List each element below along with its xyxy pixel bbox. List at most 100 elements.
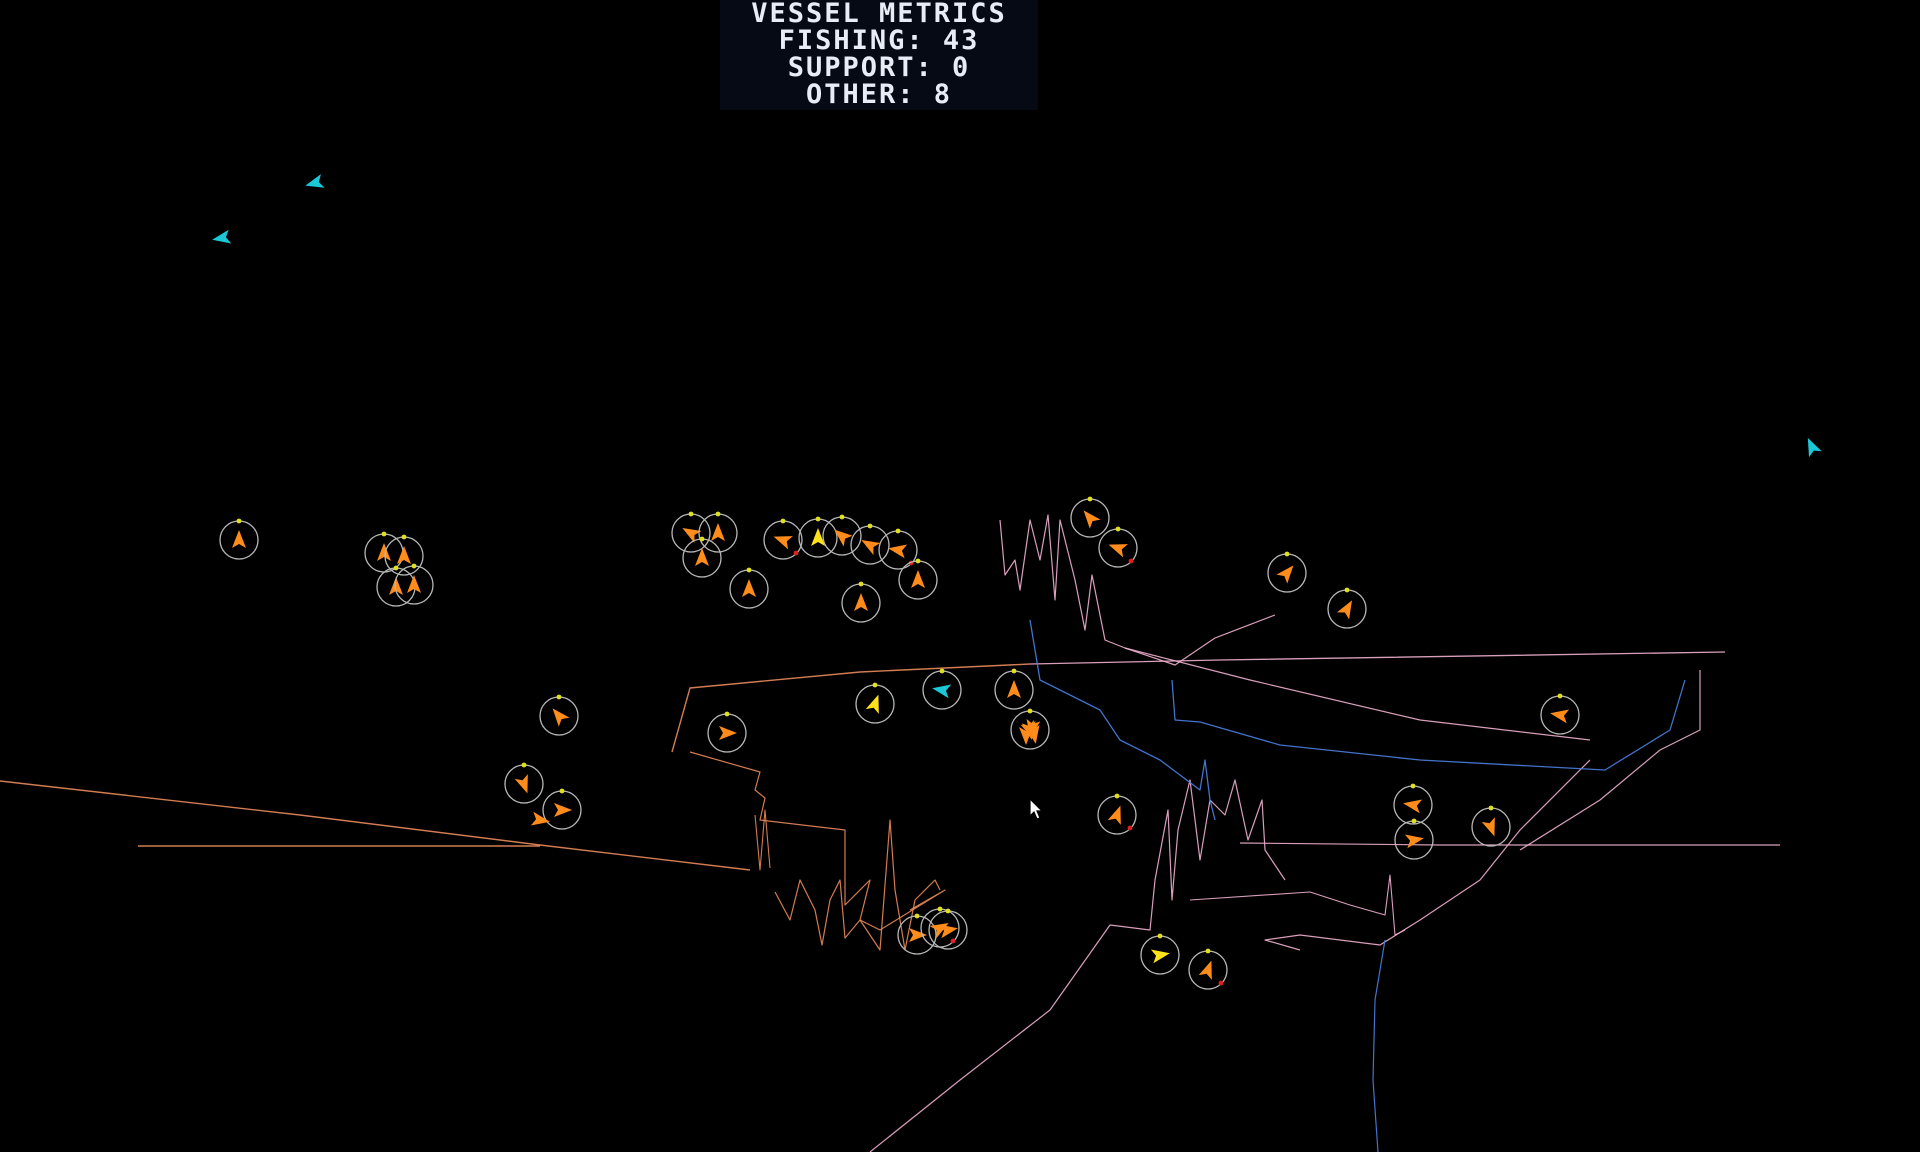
vessel-alert-dot [1127, 825, 1133, 831]
track-line [1519, 670, 1701, 851]
vessel-status-dot [915, 558, 921, 564]
vessel-status-dot [556, 694, 562, 700]
vessel-marker[interactable] [1070, 496, 1110, 538]
vessel-marker[interactable] [1188, 948, 1228, 990]
vessel-marker[interactable] [841, 581, 881, 623]
vessel-marker[interactable] [1097, 793, 1137, 835]
vessel-status-dot [381, 531, 387, 537]
arrow-marker-icon [1026, 718, 1041, 738]
vessel-status-dot [559, 788, 565, 794]
arrow-marker-icon [711, 523, 725, 541]
vessel-status-dot [839, 514, 845, 520]
vessel-marker[interactable] [1327, 587, 1367, 629]
vessel-status-dot [895, 528, 901, 534]
arrow-marker-icon [554, 803, 572, 817]
vessel-tracks [0, 514, 1780, 1152]
vessel-status-dot [1087, 496, 1093, 502]
vessel-marker[interactable] [922, 668, 962, 710]
arrow-marker-icon [1336, 600, 1352, 620]
vessel-status-dot [872, 682, 878, 688]
vessel-marker[interactable] [219, 518, 259, 560]
arrow-marker-icon [377, 543, 391, 561]
arrow-marker-icon [1481, 817, 1495, 837]
vessel-marker[interactable] [394, 563, 434, 605]
track-line [689, 751, 946, 931]
vessel-marker[interactable] [822, 514, 862, 556]
vessel-status-dot [401, 534, 407, 540]
vessel-marker[interactable] [1540, 693, 1580, 735]
vessel-marker[interactable] [798, 516, 838, 558]
vessel-alert-dot [1218, 980, 1224, 986]
arrow-marker-icon [1276, 565, 1294, 584]
track-line [774, 819, 941, 951]
arrow-marker-icon [389, 577, 403, 595]
vessel-status-dot [715, 511, 721, 517]
vessel-markers[interactable] [211, 174, 1822, 990]
vessel-marker[interactable] [1801, 435, 1822, 458]
vessel-marker[interactable] [304, 174, 325, 192]
vessel-status-dot [393, 565, 399, 571]
track-line [1171, 679, 1686, 771]
vessel-marker[interactable] [878, 528, 918, 570]
vessel-status-dot [746, 567, 752, 573]
vessel-marker[interactable] [530, 811, 551, 829]
arrow-marker-icon [865, 694, 879, 714]
vessel-marker[interactable] [897, 913, 937, 955]
vessel-status-dot [1411, 818, 1417, 824]
vessel-marker[interactable] [1267, 551, 1307, 593]
vessel-marker[interactable] [698, 511, 738, 553]
vessel-marker[interactable] [384, 534, 424, 576]
vessel-alert-dot [1128, 558, 1134, 564]
vessel-marker[interactable] [671, 511, 711, 553]
arrow-marker-icon [1404, 834, 1424, 849]
arrow-marker-icon [719, 726, 737, 740]
vessel-marker[interactable] [211, 229, 232, 247]
arrow-marker-icon [1108, 544, 1128, 558]
arrow-marker-icon [773, 536, 793, 550]
vessel-status-dot [521, 762, 527, 768]
arrow-marker-icon [1083, 510, 1101, 529]
vessel-status-dot [867, 523, 873, 529]
vessel-marker[interactable] [729, 567, 769, 609]
vessel-marker[interactable] [898, 558, 938, 600]
vessel-marker[interactable] [763, 518, 803, 560]
vessel-status-dot [411, 563, 417, 569]
vessel-status-dot [937, 906, 943, 912]
vessel-status-dot [1410, 783, 1416, 789]
vessel-marker[interactable] [1098, 526, 1138, 568]
arrow-marker-icon [1807, 437, 1822, 458]
vessel-marker[interactable] [707, 711, 747, 753]
track-line [999, 514, 1276, 666]
arrow-marker-icon [888, 544, 908, 559]
arrow-marker-icon [861, 540, 881, 556]
vessel-marker[interactable] [504, 762, 544, 804]
vessel-marker[interactable] [542, 788, 582, 830]
vessel-status-dot [780, 518, 786, 524]
vessel-marker[interactable] [539, 694, 579, 736]
vessel-marker[interactable] [928, 908, 968, 950]
vessel-marker[interactable] [1394, 818, 1434, 860]
vessel-marker[interactable] [1393, 783, 1433, 825]
vessel-marker[interactable] [1471, 805, 1511, 847]
track-line [869, 779, 1286, 1152]
vessel-marker[interactable] [855, 682, 895, 724]
track-line [1239, 842, 1780, 846]
metrics-title: VESSEL METRICS [751, 0, 1007, 29]
track-line [671, 663, 1031, 753]
arrow-marker-icon [1403, 799, 1423, 814]
vessel-marker[interactable] [994, 668, 1034, 710]
track-line [1124, 647, 1591, 741]
mouse-pointer-icon [1029, 798, 1044, 820]
arrow-marker-icon [1198, 960, 1212, 980]
vessel-alert-dot [950, 938, 956, 944]
vessel-status-dot [1205, 948, 1211, 954]
vessel-marker[interactable] [850, 523, 890, 565]
arrow-marker-icon [1150, 949, 1170, 964]
vessel-marker[interactable] [1023, 718, 1041, 739]
arrow-marker-icon [212, 229, 232, 244]
vessel-status-dot [699, 536, 705, 542]
vessel-marker[interactable] [1140, 933, 1180, 975]
vessel-marker[interactable] [682, 536, 722, 578]
